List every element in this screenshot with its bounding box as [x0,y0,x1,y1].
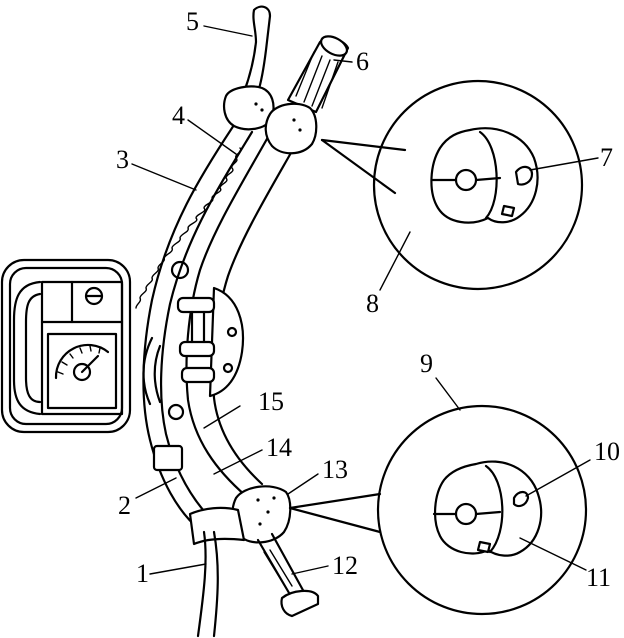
callout-10: 10 [594,437,620,466]
callout-8: 8 [366,289,379,318]
detail-view-lower [288,404,588,616]
callout-5: 5 [186,7,199,36]
lower-shaft [256,532,320,618]
cables [196,530,219,638]
top-handle [286,35,350,114]
callout-11: 11 [586,563,611,592]
callout-13: 13 [322,455,348,484]
detail-view-upper [320,79,584,291]
top-lever [242,5,272,94]
callout-9: 9 [420,349,433,378]
leader-lines [131,25,599,575]
top-clamps [223,85,318,155]
callout-1: 1 [136,559,149,588]
callout-15: 15 [258,387,284,416]
callout-3: 3 [116,145,129,174]
mounting-plate [176,286,245,398]
callout-6: 6 [356,47,369,76]
callout-7: 7 [600,143,613,172]
outer-rail [142,120,254,532]
callout-12: 12 [332,551,358,580]
coil-spring [135,147,242,421]
inner-bar [142,336,184,472]
callout-14: 14 [266,433,292,462]
callouts: 5 6 4 3 7 8 9 15 14 13 10 2 12 1 11 [116,7,620,592]
callout-2: 2 [118,491,131,520]
callout-4: 4 [172,101,185,130]
gauge-box [0,258,132,434]
